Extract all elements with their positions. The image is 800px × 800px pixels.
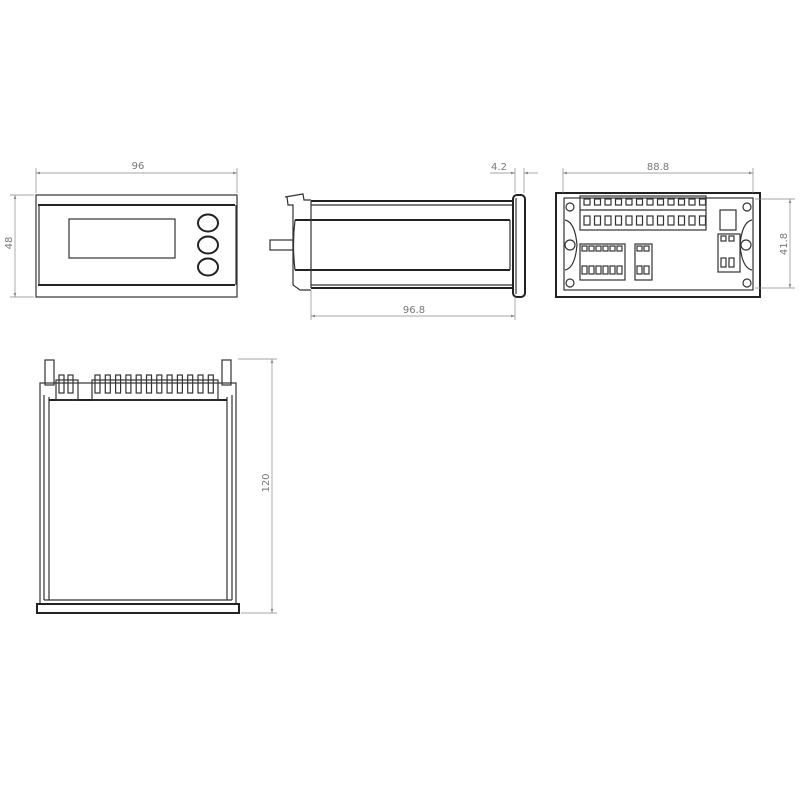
terminal-slot — [616, 265, 623, 275]
terminal-block-right — [717, 233, 741, 273]
screw-icon — [565, 202, 575, 212]
terminal-block — [55, 379, 79, 401]
terminal-screw — [604, 198, 612, 206]
terminal-slot — [583, 215, 591, 226]
dim-rear-height: 41.8 — [779, 233, 790, 255]
terminal-screw — [616, 245, 623, 252]
terminal-screw — [588, 245, 595, 252]
screw-icon — [742, 278, 752, 288]
terminal-slot — [728, 257, 735, 268]
terminal-pin — [145, 374, 153, 394]
terminal-pin — [176, 374, 183, 394]
top-view: 120 — [36, 358, 277, 614]
terminal-slot — [625, 215, 633, 226]
terminal-screw — [593, 198, 602, 206]
terminal-slot — [609, 265, 616, 275]
screw-icon — [564, 239, 576, 251]
button-1 — [197, 213, 219, 233]
terminal-block — [91, 379, 219, 401]
terminal-slot — [698, 215, 707, 226]
clamp-right — [739, 219, 753, 271]
terminal-pin — [94, 374, 101, 394]
clamp-left — [564, 219, 578, 271]
terminal-screw — [656, 198, 665, 206]
side-view: 4.2 96.8 — [269, 162, 538, 320]
terminal-screw — [595, 245, 602, 252]
terminal-slot — [595, 265, 602, 275]
front-bezel — [36, 603, 240, 614]
terminal-screw — [667, 198, 675, 206]
clip-left — [44, 359, 55, 386]
dim-top-depth: 120 — [261, 473, 272, 492]
rear-view: 88.8 41.8 — [555, 162, 795, 298]
terminal-slot — [688, 215, 696, 226]
dim-side-flange: 4.2 — [491, 162, 507, 173]
side-connector — [284, 193, 311, 291]
terminal-screw — [635, 198, 644, 206]
terminal-slot — [602, 265, 609, 275]
terminal-pin — [187, 374, 194, 394]
terminal-screw — [581, 245, 588, 252]
terminal-screw — [602, 245, 609, 252]
dim-side-depth: 96.8 — [403, 305, 425, 316]
terminal-pin — [166, 374, 173, 394]
terminal-slot — [677, 215, 686, 226]
terminal-pin — [67, 374, 74, 394]
terminal-pin — [58, 374, 65, 394]
side-shaft — [269, 239, 294, 251]
terminal-screw — [677, 198, 686, 206]
screw-icon — [742, 202, 752, 212]
terminal-screw — [625, 198, 633, 206]
terminal-screw — [583, 198, 591, 206]
terminal-block-mid — [634, 243, 653, 281]
terminal-screw — [643, 245, 650, 252]
front-flange — [512, 194, 526, 298]
terminal-screw — [614, 198, 623, 206]
terminal-screw — [720, 235, 727, 242]
terminal-screw — [609, 245, 616, 252]
terminal-slot — [636, 265, 643, 275]
terminal-pin — [104, 374, 111, 394]
dim-front-height: 48 — [4, 237, 15, 250]
terminal-slot — [656, 215, 665, 226]
terminal-screw — [688, 198, 696, 206]
screw-icon — [740, 239, 752, 251]
terminal-slot — [588, 265, 595, 275]
terminal-pin — [114, 374, 122, 394]
terminal-slot — [667, 215, 675, 226]
terminal-slot — [643, 265, 650, 275]
terminal-pin — [156, 374, 163, 394]
terminal-screw — [698, 198, 707, 206]
terminal-screw — [636, 245, 643, 252]
terminal-block-main — [579, 195, 707, 231]
terminal-slot — [635, 215, 644, 226]
display-window — [68, 218, 176, 259]
terminal-pin — [197, 374, 204, 394]
terminal-slot — [581, 265, 588, 275]
top-terminals — [55, 374, 219, 401]
terminal-block-left — [579, 243, 626, 281]
terminal-slot — [646, 215, 654, 226]
front-view: 96 48 — [4, 161, 238, 298]
terminal-slot — [604, 215, 612, 226]
terminal-pin — [125, 374, 132, 394]
terminal-slot — [614, 215, 623, 226]
terminal-slot — [593, 215, 602, 226]
button-3 — [197, 257, 219, 277]
power-connector — [719, 209, 737, 231]
terminal-slot — [720, 257, 727, 268]
terminal-screw — [728, 235, 735, 242]
terminal-pin — [207, 374, 214, 394]
dim-rear-width: 88.8 — [647, 162, 669, 173]
button-2 — [197, 235, 219, 255]
terminal-pin — [135, 374, 142, 394]
terminal-screw — [646, 198, 654, 206]
dim-front-width: 96 — [132, 161, 145, 172]
screw-icon — [565, 278, 575, 288]
clip-right — [221, 359, 232, 386]
